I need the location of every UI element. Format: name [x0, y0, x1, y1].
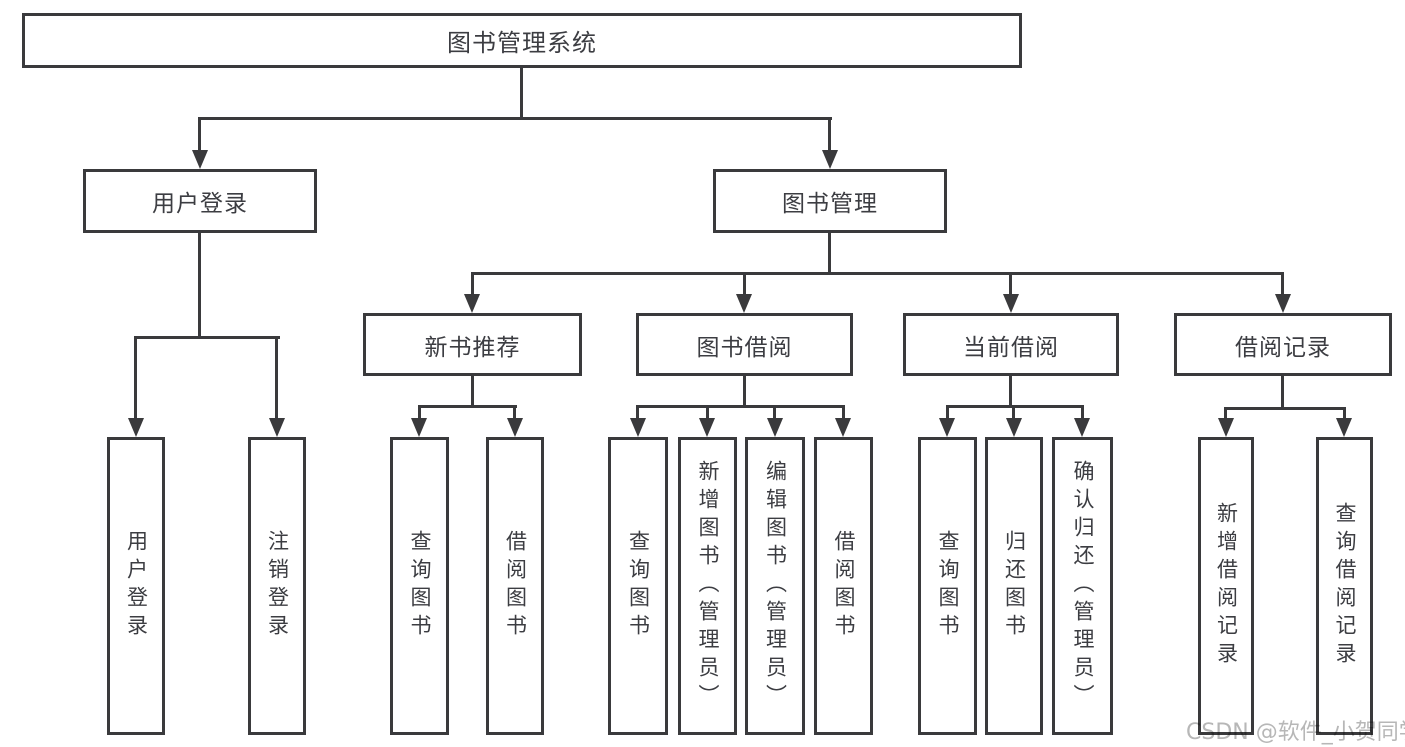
- leaf-edit-book-admin: 编辑图书（管理员）: [745, 437, 805, 735]
- connector-line: [198, 233, 201, 336]
- connector-line: [842, 405, 845, 418]
- arrowhead-down-icon: [699, 418, 715, 437]
- node-label: 查询图书: [936, 530, 960, 642]
- node-book-borrowing: 图书借阅: [636, 313, 853, 376]
- connector-line: [1224, 407, 1227, 418]
- node-label: 新增图书（管理员）: [696, 460, 720, 712]
- node-label: 借阅记录: [1235, 334, 1331, 361]
- connector-line: [418, 405, 517, 408]
- connector-line: [513, 405, 516, 418]
- node-label: 当前借阅: [963, 334, 1059, 361]
- leaf-query-books-recommend: 查询图书: [390, 437, 449, 735]
- leaf-query-borrow-record: 查询借阅记录: [1316, 437, 1373, 735]
- arrowhead-down-icon: [1006, 418, 1022, 437]
- leaf-add-borrow-record: 新增借阅记录: [1198, 437, 1254, 735]
- arrowhead-down-icon: [736, 294, 752, 313]
- connector-line: [636, 405, 845, 408]
- connector-line: [471, 272, 474, 294]
- node-label: 注销登录: [265, 530, 290, 642]
- connector-line: [134, 336, 280, 339]
- connector-line: [275, 336, 278, 418]
- arrowhead-down-icon: [269, 418, 285, 437]
- arrowhead-down-icon: [1218, 418, 1234, 437]
- connector-line: [946, 405, 949, 418]
- connector-line: [773, 405, 776, 418]
- node-label: 查询借阅记录: [1333, 502, 1357, 670]
- connector-line: [636, 405, 639, 418]
- csdn-watermark: CSDN @软件_小贺同学: [1186, 720, 1405, 745]
- connector-line: [706, 405, 709, 418]
- arrowhead-down-icon: [939, 418, 955, 437]
- arrowhead-down-icon: [1074, 418, 1090, 437]
- arrowhead-down-icon: [630, 418, 646, 437]
- node-label: 用户登录: [152, 191, 248, 217]
- leaf-query-books-borrowing: 查询图书: [608, 437, 668, 735]
- leaf-user-login: 用户登录: [107, 437, 165, 735]
- connector-line: [198, 117, 832, 120]
- arrowhead-down-icon: [411, 418, 427, 437]
- node-label: 确认归还（管理员）: [1071, 460, 1095, 712]
- node-label: 查询图书: [626, 530, 651, 642]
- node-label: 图书管理系统: [447, 29, 597, 57]
- arrowhead-down-icon: [835, 418, 851, 437]
- leaf-add-book-admin: 新增图书（管理员）: [678, 437, 737, 735]
- node-label: 归还图书: [1002, 530, 1027, 642]
- node-label: 编辑图书（管理员）: [763, 460, 788, 712]
- node-label: 图书管理: [782, 191, 878, 217]
- arrowhead-down-icon: [507, 418, 523, 437]
- arrowhead-down-icon: [464, 294, 480, 313]
- connector-line: [1281, 376, 1284, 407]
- node-book-management: 图书管理: [713, 169, 947, 233]
- connector-line: [418, 405, 421, 418]
- leaf-return-books: 归还图书: [985, 437, 1043, 735]
- node-label: 图书借阅: [696, 334, 793, 361]
- connector-line: [198, 117, 201, 150]
- connector-line: [828, 117, 831, 150]
- arrowhead-down-icon: [1003, 294, 1019, 313]
- connector-line: [134, 336, 137, 418]
- node-current-borrowing: 当前借阅: [903, 313, 1119, 376]
- node-label: 新书推荐: [424, 334, 521, 361]
- node-borrow-records: 借阅记录: [1174, 313, 1392, 376]
- connector-line: [471, 376, 474, 405]
- node-new-book-recommend: 新书推荐: [363, 313, 582, 376]
- node-root: 图书管理系统: [22, 13, 1022, 68]
- leaf-logout: 注销登录: [248, 437, 306, 735]
- arrowhead-down-icon: [1275, 294, 1291, 313]
- connector-line: [471, 272, 1284, 275]
- leaf-query-books-current: 查询图书: [918, 437, 977, 735]
- connector-line: [1012, 405, 1015, 418]
- connector-line: [1081, 405, 1084, 418]
- connector-line: [743, 272, 746, 294]
- connector-line: [743, 376, 746, 405]
- connector-line: [520, 68, 523, 117]
- connector-line: [946, 405, 1084, 408]
- leaf-confirm-return-admin: 确认归还（管理员）: [1052, 437, 1113, 735]
- leaf-borrow-books-recommend: 借阅图书: [486, 437, 544, 735]
- node-label: 新增借阅记录: [1214, 502, 1239, 670]
- arrowhead-down-icon: [128, 418, 144, 437]
- arrowhead-down-icon: [1336, 418, 1352, 437]
- leaf-borrow-books-borrowing: 借阅图书: [814, 437, 873, 735]
- connector-line: [1224, 407, 1346, 410]
- arrowhead-down-icon: [767, 418, 783, 437]
- node-label: 用户登录: [124, 530, 149, 642]
- arrowhead-down-icon: [822, 150, 838, 169]
- node-user-login: 用户登录: [83, 169, 317, 233]
- connector-line: [1281, 272, 1284, 294]
- connector-line: [828, 233, 831, 272]
- connector-line: [1343, 407, 1346, 418]
- connector-line: [1009, 272, 1012, 294]
- arrowhead-down-icon: [192, 150, 208, 169]
- node-label: 查询图书: [408, 530, 432, 642]
- node-label: 借阅图书: [503, 530, 528, 642]
- node-label: 借阅图书: [832, 530, 856, 642]
- connector-line: [1009, 376, 1012, 405]
